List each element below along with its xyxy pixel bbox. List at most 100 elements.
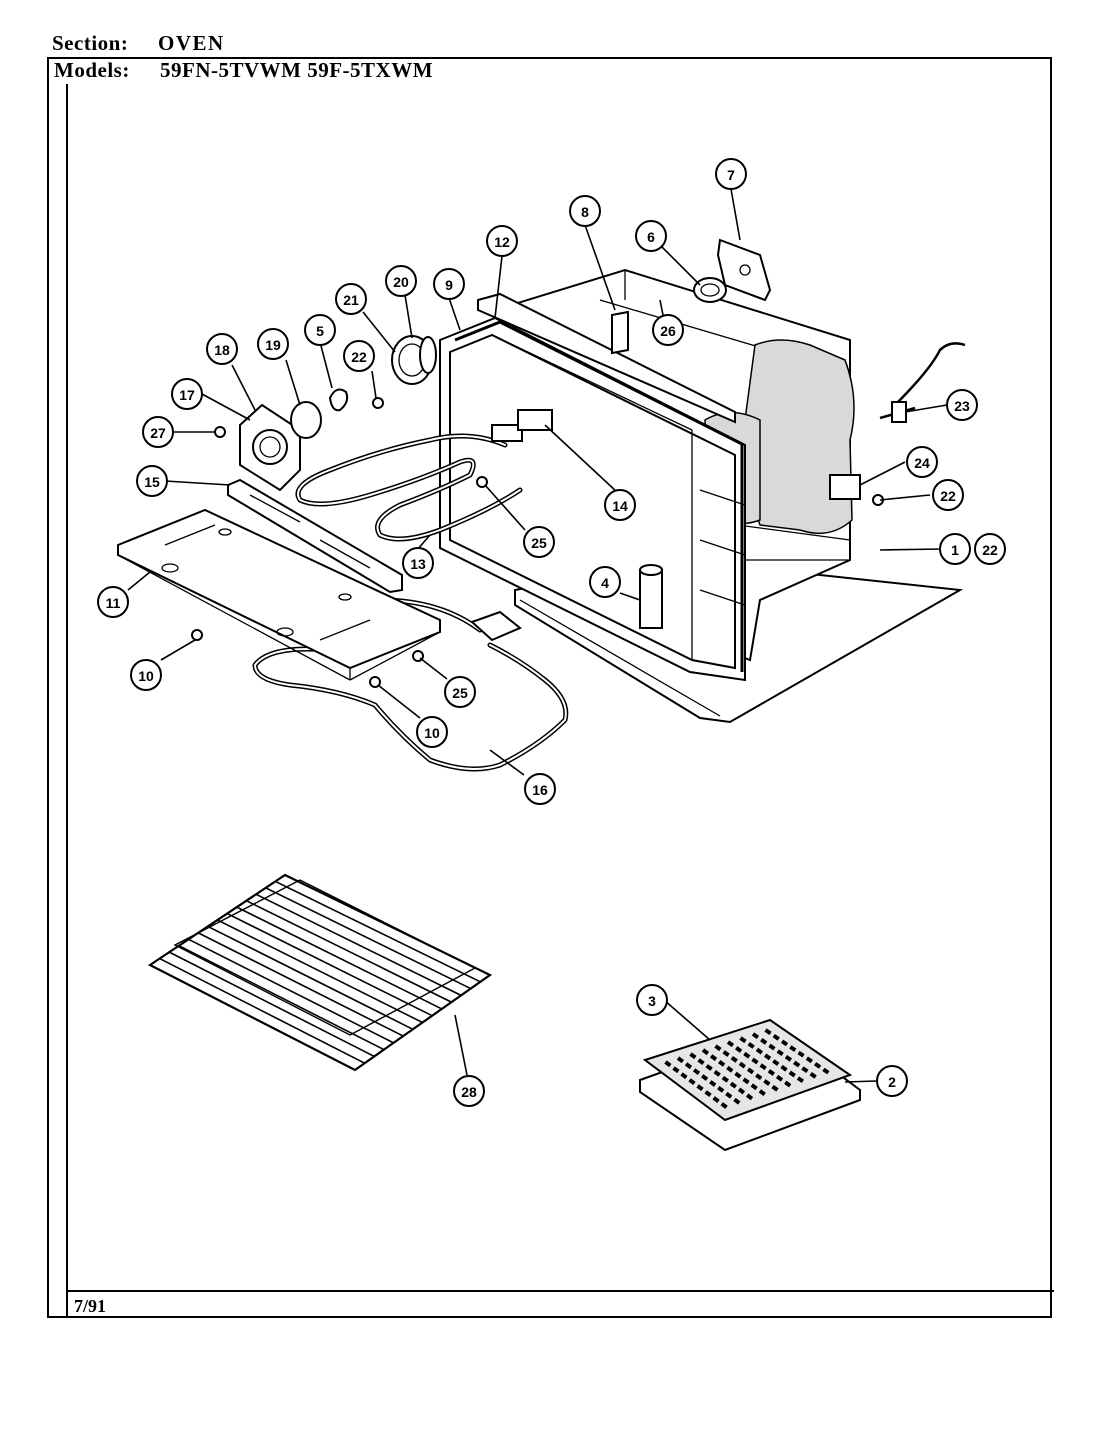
rack-wire [207, 925, 414, 1031]
element-bracket [517, 409, 553, 431]
vent-tube [639, 569, 663, 629]
callout-18: 18 [206, 333, 238, 365]
callout-label: 17 [179, 387, 195, 403]
callout-7: 7 [715, 158, 747, 190]
callout-22: 22 [974, 533, 1006, 565]
rack-wire [159, 957, 366, 1064]
callout-label: 7 [727, 167, 735, 183]
light-gasket [419, 336, 437, 374]
rack-wire [178, 945, 385, 1051]
callout-label: 25 [452, 685, 468, 701]
oven-top-trim [477, 292, 736, 424]
callout-19: 19 [257, 328, 289, 360]
section-label: Section: [52, 31, 129, 55]
callout-6: 6 [635, 220, 667, 252]
callout-label: 28 [461, 1084, 477, 1100]
light-receptacle [252, 429, 288, 465]
callout-4: 4 [589, 566, 621, 598]
callout-label: 6 [647, 229, 655, 245]
pan-slot [701, 1048, 769, 1098]
callout-label: 9 [445, 277, 453, 293]
callout-label: 23 [954, 398, 970, 414]
callout-25: 25 [523, 526, 555, 558]
callout-5: 5 [304, 314, 336, 346]
broil-element-bracket [491, 424, 523, 442]
broiler-pan-insert [642, 1018, 853, 1122]
callout-23: 23 [946, 389, 978, 421]
callout-label: 22 [940, 488, 956, 504]
callout-label: 21 [343, 292, 359, 308]
callout-8: 8 [569, 195, 601, 227]
callout-10: 10 [130, 659, 162, 691]
callout-label: 8 [581, 204, 589, 220]
callout-12: 12 [486, 225, 518, 257]
callout-label: 19 [265, 337, 281, 353]
pan-slot [764, 1028, 831, 1076]
callout-16: 16 [524, 773, 556, 805]
oven-trim-strip [227, 478, 403, 594]
screw [372, 397, 384, 409]
callout-label: 12 [494, 234, 510, 250]
light-bulb [328, 388, 349, 412]
rack-wire [217, 919, 423, 1024]
callout-22: 22 [932, 479, 964, 511]
callout-25: 25 [444, 676, 476, 708]
mounting-bracket [716, 238, 772, 302]
pan-slot [726, 1040, 794, 1089]
callout-28: 28 [453, 1075, 485, 1107]
callout-3: 3 [636, 984, 668, 1016]
models-value: 59FN-5TVWM 59F-5TXWM [160, 58, 434, 82]
callout-27: 27 [142, 416, 174, 448]
pan-slot [751, 1032, 819, 1080]
rack-wire [265, 887, 472, 990]
callout-label: 3 [648, 993, 656, 1009]
callout-20: 20 [385, 265, 417, 297]
callout-label: 11 [106, 595, 121, 611]
rack-wire [236, 906, 443, 1010]
pan-slot [676, 1056, 744, 1107]
light-lens [290, 401, 322, 439]
callout-14: 14 [604, 489, 636, 521]
oven-rack [147, 873, 493, 1072]
callout-label: 25 [531, 535, 547, 551]
callout-10: 10 [416, 716, 448, 748]
callout-21: 21 [335, 283, 367, 315]
callout-label: 18 [214, 342, 230, 358]
frame-inner-border [66, 84, 68, 1318]
callout-label: 15 [144, 474, 160, 490]
rack-wire [226, 912, 433, 1017]
callout-13: 13 [402, 547, 434, 579]
page-frame [47, 57, 1052, 1318]
callout-label: 26 [660, 323, 676, 339]
rack-wire [246, 899, 452, 1003]
callout-2: 2 [876, 1065, 908, 1097]
callout-label: 14 [612, 498, 628, 514]
callout-label: 20 [393, 274, 409, 290]
callout-label: 10 [424, 725, 440, 741]
rack-wire [168, 951, 375, 1058]
callout-label: 24 [914, 455, 930, 471]
oven-sensor [891, 401, 907, 423]
callout-label: 5 [316, 323, 324, 339]
callout-1: 1 [939, 533, 971, 565]
callout-label: 22 [351, 349, 367, 365]
callout-17: 17 [171, 378, 203, 410]
callout-label: 16 [532, 782, 548, 798]
door-switch [829, 474, 861, 500]
callout-11: 11 [97, 586, 129, 618]
callout-label: 4 [601, 575, 609, 591]
section-value: OVEN [158, 31, 225, 55]
screw [476, 476, 488, 488]
oven-door-gasket [454, 320, 744, 672]
footer-date: 7/91 [74, 1296, 107, 1316]
callout-label: 13 [410, 556, 426, 572]
callout-label: 22 [982, 542, 998, 558]
screw [214, 426, 226, 438]
footer-divider [66, 1290, 1054, 1292]
rack-wire [188, 938, 394, 1044]
callout-label: 27 [150, 425, 166, 441]
callout-26: 26 [652, 314, 684, 346]
callout-24: 24 [906, 446, 938, 478]
pan-slot [689, 1052, 756, 1103]
